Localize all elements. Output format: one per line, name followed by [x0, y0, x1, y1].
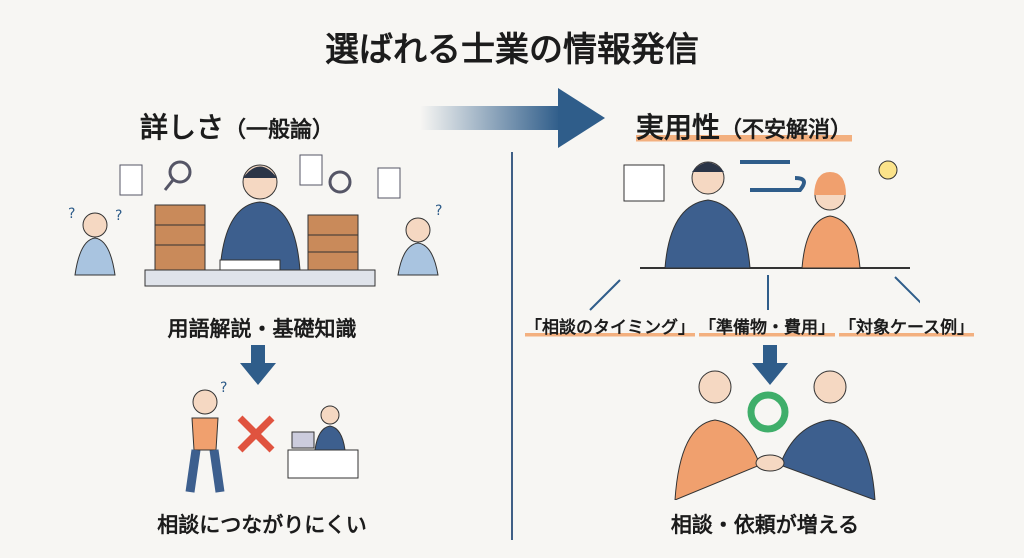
left-caption-bottom: 相談につながりにくい — [157, 513, 367, 537]
divider — [511, 152, 513, 540]
transition-arrow-icon — [420, 88, 605, 148]
tag-list: 「相談のタイミング」 「準備物・費用」 「対象ケース例」 — [525, 313, 975, 338]
right-heading: 実用性（不安解消） — [636, 111, 853, 144]
svg-text:?: ? — [435, 203, 442, 219]
consultation-illustration — [623, 160, 910, 269]
down-arrow-icon — [752, 345, 788, 385]
cross-icon — [237, 415, 275, 453]
tag-consult-timing: 「相談のタイミング」 — [525, 313, 695, 338]
left-caption-top: 用語解説・基礎知識 — [167, 317, 357, 341]
tag-target-cases: 「対象ケース例」 — [839, 313, 975, 338]
svg-text:?: ? — [115, 208, 122, 224]
expert-desk-illustration: ?? ? — [68, 154, 442, 287]
right-caption-bottom: 相談・依頼が増える — [670, 513, 860, 537]
down-arrow-icon — [240, 345, 276, 385]
svg-text:?: ? — [68, 206, 75, 222]
confused-client-illustration: ? — [185, 380, 359, 493]
page-title: 選ばれる士業の情報発信 — [325, 30, 699, 70]
pointer-arrows — [589, 275, 920, 311]
circle-icon — [747, 391, 789, 433]
svg-text:?: ? — [220, 380, 227, 396]
left-heading: 詳しさ（一般論） — [140, 111, 335, 144]
handshake-illustration — [674, 370, 876, 500]
tag-preparation-cost: 「準備物・費用」 — [699, 313, 835, 338]
